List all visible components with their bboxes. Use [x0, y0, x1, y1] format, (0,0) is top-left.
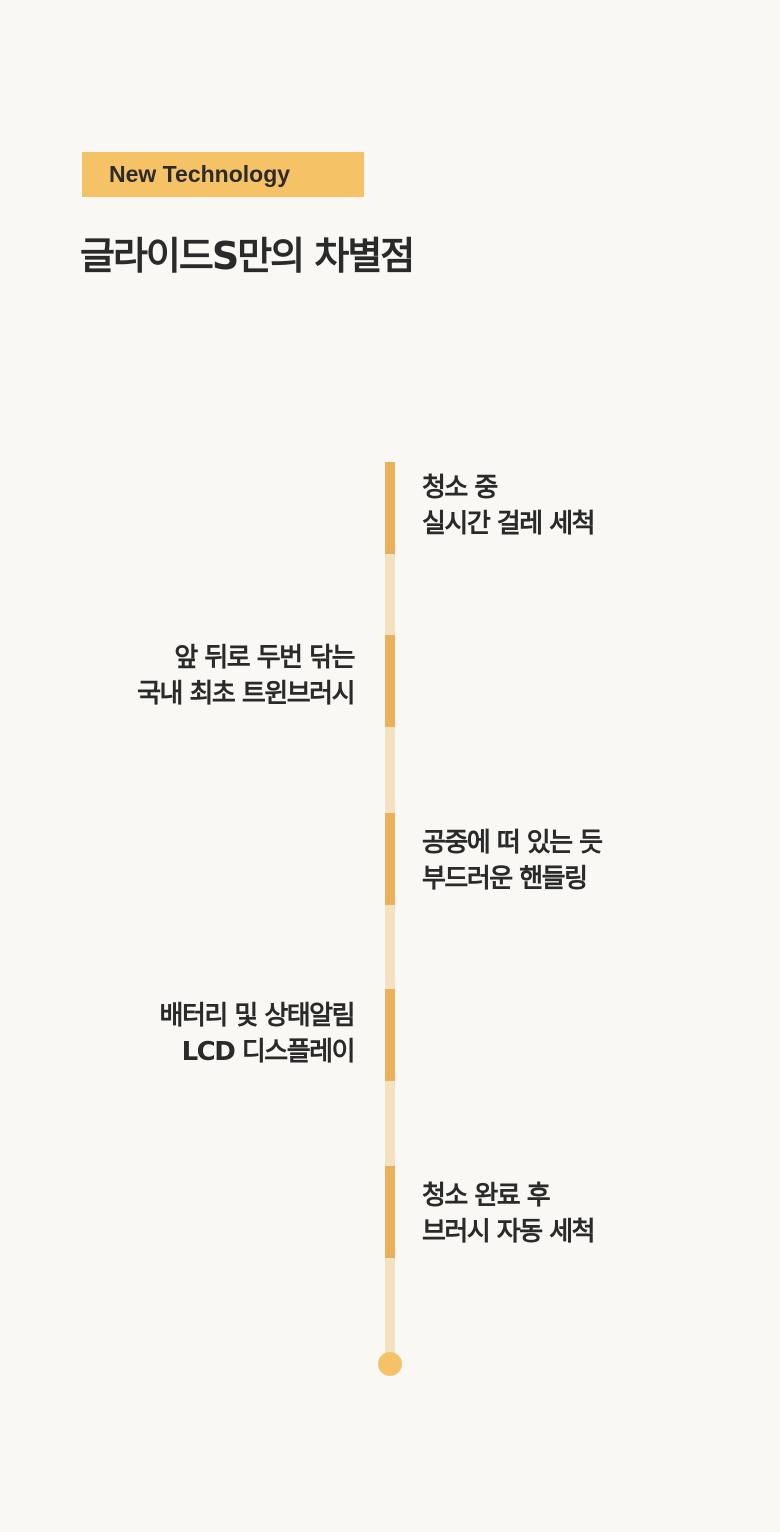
- timeline-segment-3: [385, 813, 395, 905]
- badge-label: New Technology: [109, 161, 291, 187]
- feature-item-5: 청소 완료 후 브러시 자동 세척: [422, 1178, 702, 1250]
- feature-item-2: 앞 뒤로 두번 닦는 국내 최초 트윈브러시: [74, 640, 355, 712]
- feature-line-2: 국내 최초 트윈브러시: [137, 679, 355, 709]
- feature-item-4: 배터리 및 상태알림 LCD 디스플레이: [74, 998, 356, 1070]
- timeline-segment-1: [385, 462, 395, 554]
- feature-line-1: 청소 완료 후: [422, 1181, 551, 1211]
- feature-item-3: 공중에 떠 있는 듯 부드러운 핸들링: [422, 825, 702, 897]
- timeline-segment-5: [385, 1166, 395, 1258]
- page-title: 글라이드S만의 차별점: [80, 234, 415, 278]
- feature-line-1: 배터리 및 상태알림: [159, 1001, 356, 1031]
- feature-line-2: 브러시 자동 세척: [422, 1217, 596, 1247]
- timeline-end-dot: [378, 1352, 402, 1376]
- feature-line-2: 부드러운 핸들링: [422, 864, 588, 894]
- feature-line-2: 실시간 걸레 세척: [422, 509, 596, 539]
- feature-line-1: 청소 중: [422, 473, 498, 503]
- feature-line-2: LCD 디스플레이: [181, 1037, 356, 1067]
- new-technology-badge: New Technology: [82, 152, 364, 197]
- timeline-segment-4: [385, 989, 395, 1081]
- feature-line-1: 공중에 떠 있는 듯: [422, 828, 603, 858]
- feature-line-1: 앞 뒤로 두번 닦는: [174, 643, 355, 673]
- timeline-track: [385, 462, 395, 1365]
- feature-item-1: 청소 중 실시간 걸레 세척: [422, 470, 702, 542]
- timeline-segment-2: [385, 635, 395, 727]
